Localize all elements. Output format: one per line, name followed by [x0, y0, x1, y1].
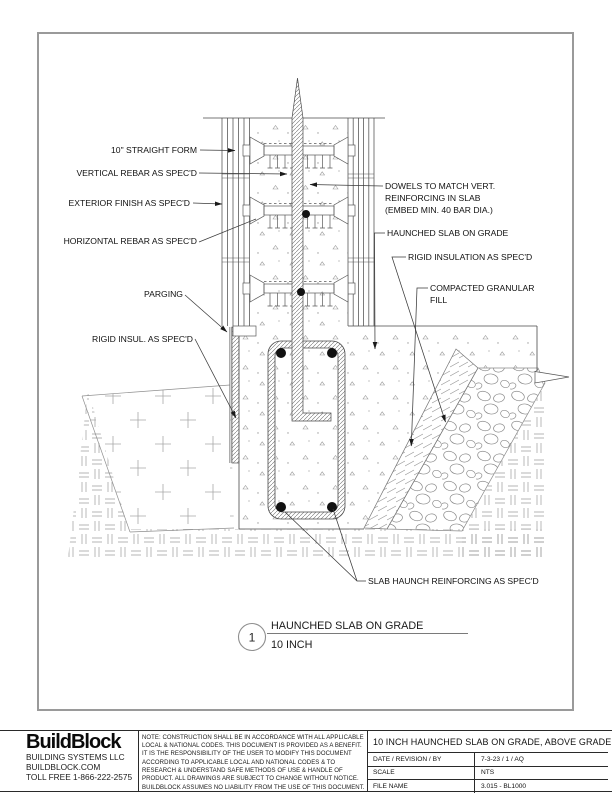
annotations: 10" STRAIGHT FORM VERTICAL REBAR AS SPEC… [64, 145, 539, 586]
note-line: PRODUCT. ALL DRAWINGS ARE SUBJECT TO CHA… [142, 776, 359, 783]
note-line: BUILDBLOCK ASSUMES NO LIABILITY FROM THE… [142, 784, 365, 791]
row-value: NTS [481, 769, 495, 777]
sheet-info-table: 10 INCH HAUNCHED SLAB ON GRADE, ABOVE GR… [368, 731, 611, 793]
table-row-filename: FILE NAME 3.015 - BL1000 [368, 780, 608, 793]
callout-scale: 10 INCH [271, 639, 312, 651]
row-value: 7-3-23 / 1 / AQ [481, 755, 524, 763]
titleblock-divider-2 [367, 731, 368, 791]
company-phone: TOLL FREE 1-866-222-2575 [26, 772, 133, 783]
label-vertical-rebar: VERTICAL REBAR AS SPEC'D [76, 168, 197, 178]
drawing-border [37, 32, 574, 711]
table-row-scale: SCALE NTS [368, 766, 608, 780]
row-label: FILE NAME [368, 780, 475, 793]
callout-number: 1 [249, 631, 256, 645]
disclaimer-note: NOTE: CONSTRUCTION SHALL BE IN ACCORDANC… [142, 734, 366, 792]
callout-title: HAUNCHED SLAB ON GRADE [271, 620, 423, 632]
backfill-plus-region [81, 384, 235, 533]
table-row-date: DATE / REVISION / BY 7-3-23 / 1 / AQ [368, 753, 608, 767]
rebar-section-dots [276, 210, 337, 512]
company-logo: BuildBlock [26, 731, 121, 753]
company-name: BUILDING SYSTEMS LLC [26, 752, 125, 762]
earth-hatch-regions [68, 384, 545, 558]
label-straight-form: 10" STRAIGHT FORM [111, 145, 197, 155]
titleblock-top-rule [0, 730, 612, 731]
label-rigid-insul: RIGID INSUL. AS SPEC'D [92, 334, 193, 344]
note-line: RESEARCH & UNDERSTAND SAFE METHODS OF US… [142, 767, 343, 774]
label-horizontal-rebar: HORIZONTAL REBAR AS SPEC'D [64, 236, 197, 246]
titleblock-divider-1 [138, 731, 139, 791]
label-dowels-2: REINFORCING IN SLAB [385, 193, 481, 203]
company-website[interactable]: BUILDBLOCK.COM [26, 762, 101, 773]
note-line: LOCAL & NATIONAL CODES. THIS DOCUMENT IS… [142, 742, 362, 749]
detail-callout: 1 HAUNCHED SLAB ON GRADE 10 INCH [237, 620, 468, 652]
label-rigid-insulation: RIGID INSULATION AS SPEC'D [408, 252, 532, 262]
label-dowels-3: (EMBED MIN. 40 BAR DIA.) [385, 205, 493, 215]
label-dowels-1: DOWELS TO MATCH VERT. [385, 181, 495, 191]
parging-lines [229, 327, 232, 463]
label-exterior-finish: EXTERIOR FINISH AS SPEC'D [69, 198, 191, 208]
leader-lines [184, 148, 446, 582]
company-block: BuildBlock BUILDING SYSTEMS LLC BUILDBLO… [26, 731, 136, 783]
section-cut-arrow [534, 371, 570, 384]
label-haunched-slab: HAUNCHED SLAB ON GRADE [387, 228, 509, 238]
note-line: IT IS THE RESPONSIBILITY OF THE USER TO … [142, 751, 352, 758]
row-label: DATE / REVISION / BY [368, 753, 475, 766]
titleblock-bottom-rule [0, 790, 612, 792]
row-label: SCALE [368, 766, 475, 779]
haunch-stirrup [267, 340, 346, 520]
row-value: 3.015 - BL1000 [481, 782, 527, 790]
vertical-insulation-strip [231, 326, 240, 464]
sheet-title: 10 INCH HAUNCHED SLAB ON GRADE, ABOVE GR… [368, 731, 611, 753]
form-ledge [232, 325, 257, 337]
vertical-rebar [291, 77, 332, 422]
note-line: ACCORDING TO APPLICABLE LOCAL AND NATION… [142, 759, 336, 766]
note-line: NOTE: CONSTRUCTION SHALL BE IN ACCORDANC… [142, 734, 364, 741]
label-granular-1: COMPACTED GRANULAR [430, 283, 534, 293]
label-parging: PARGING [144, 289, 183, 299]
label-granular-2: FILL [430, 295, 447, 305]
label-slab-haunch: SLAB HAUNCH REINFORCING AS SPEC'D [368, 576, 539, 586]
